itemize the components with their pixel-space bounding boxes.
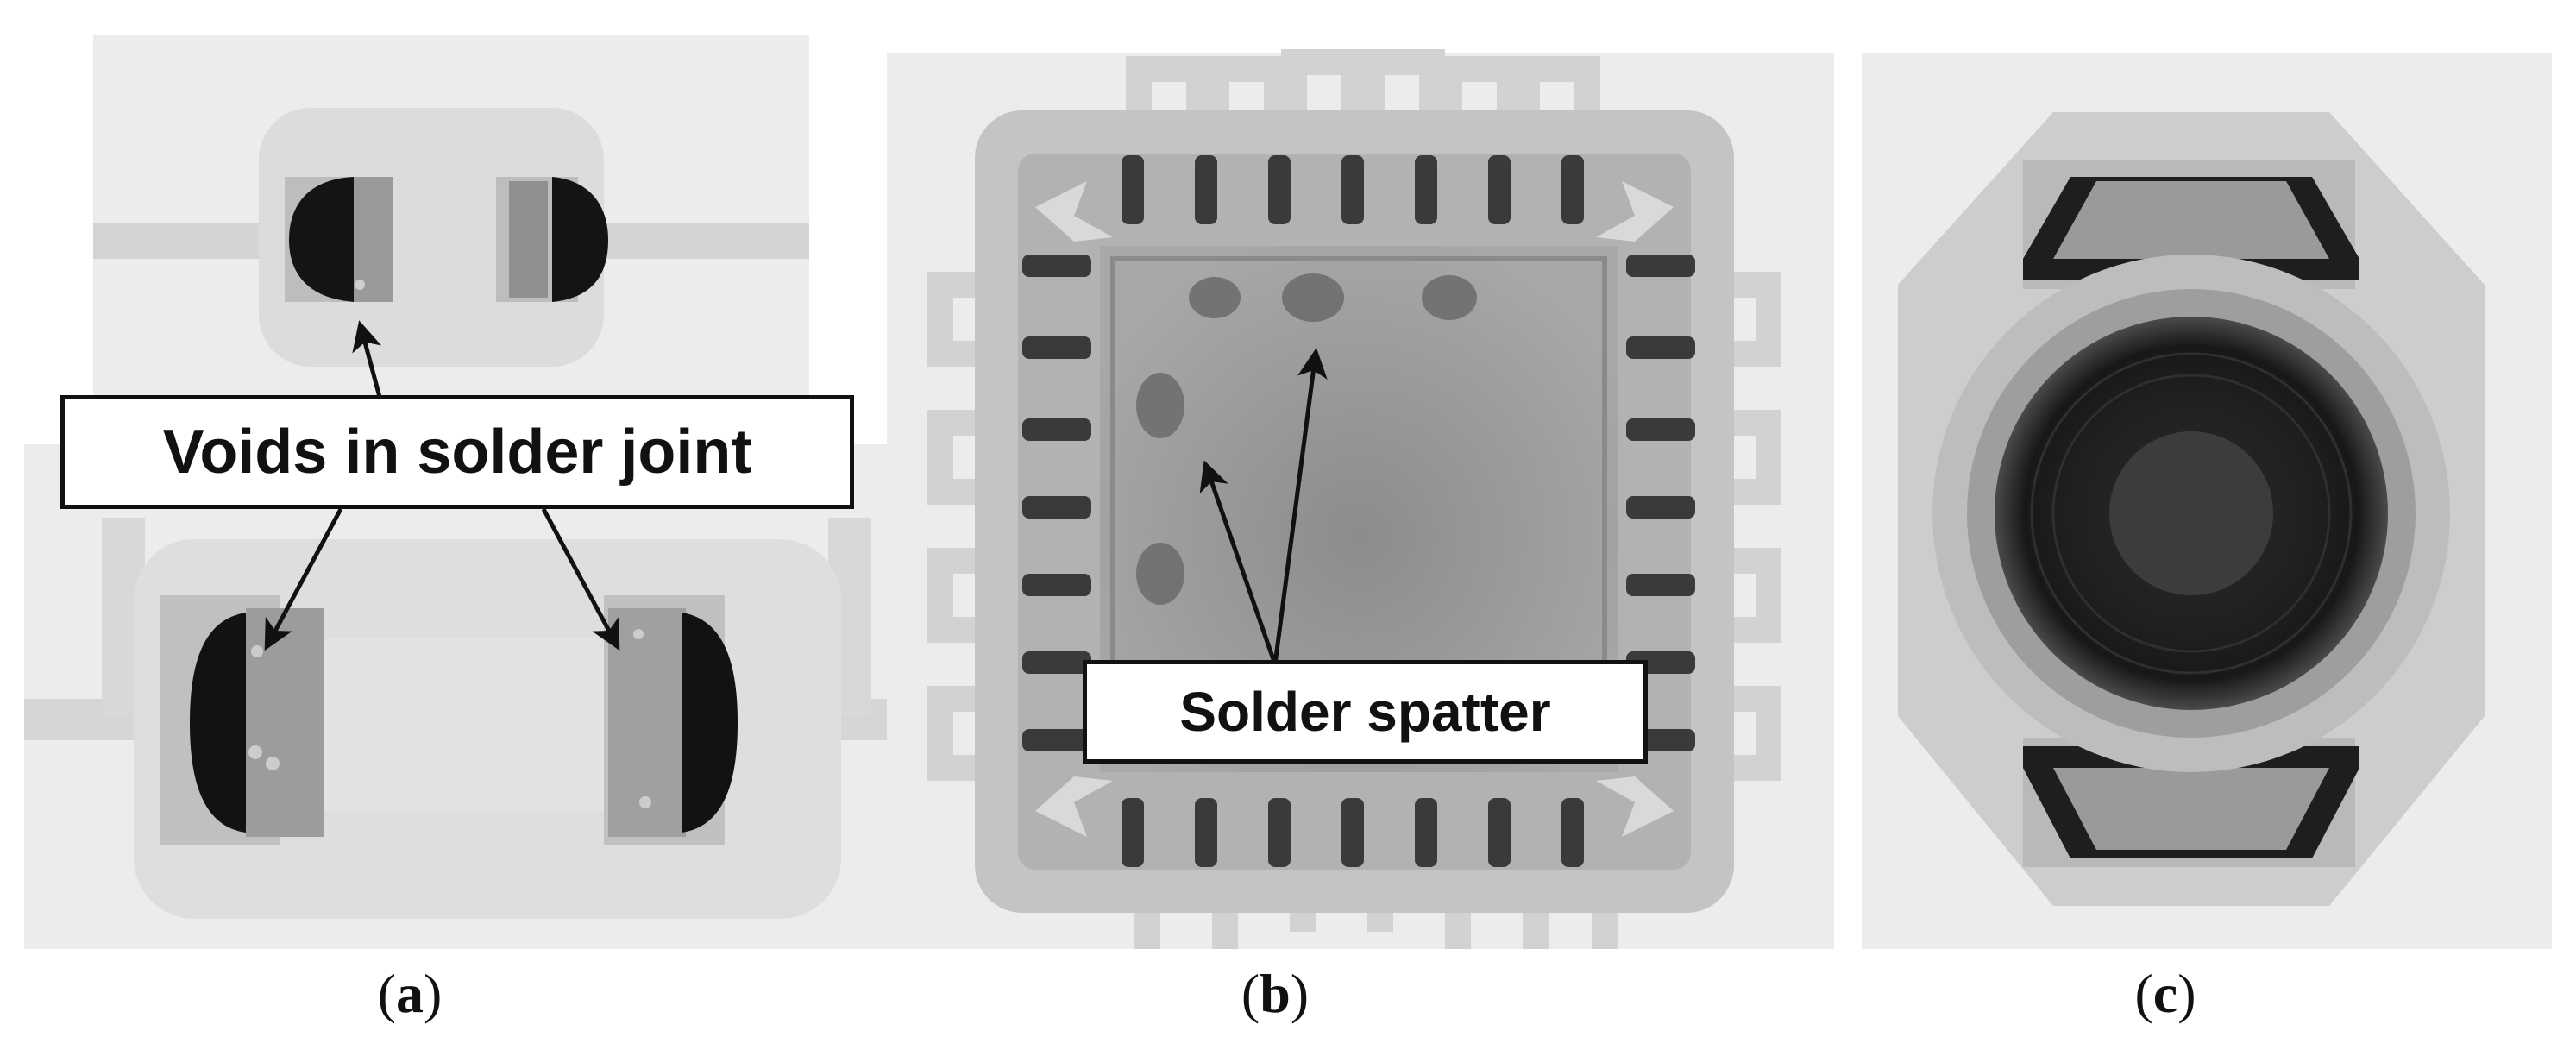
panel-a-bottom-right-joint [682, 613, 738, 833]
panel-b-xray [887, 49, 1834, 949]
spatter-callout: Solder spatter [1083, 660, 1648, 764]
spatter-blob [1422, 275, 1477, 320]
arrow-to-spatter-top [1272, 348, 1328, 665]
spatter-blob [1282, 273, 1344, 322]
spatter-blob [1136, 543, 1184, 605]
spatter-blob [1136, 373, 1184, 438]
panel-c-xray [1862, 53, 2552, 949]
arrow-to-left-void [264, 507, 343, 651]
spatter-blob [1189, 277, 1241, 318]
panel-a-bottom-left-joint [190, 613, 246, 833]
panel-a-top-right-joint [552, 177, 608, 302]
arrow-to-spatter-left [1199, 460, 1278, 665]
caption-a: (a) [377, 963, 443, 1024]
inductor-core [2109, 431, 2273, 595]
voids-callout: Voids in solder joint [60, 395, 854, 509]
panel-a-xray [24, 35, 887, 949]
caption-c: (c) [2134, 963, 2196, 1024]
panel-a-top-left-joint [289, 177, 354, 302]
caption-b: (b) [1241, 963, 1310, 1024]
arrow-to-top-void [352, 320, 382, 398]
arrow-to-right-void [541, 507, 620, 651]
